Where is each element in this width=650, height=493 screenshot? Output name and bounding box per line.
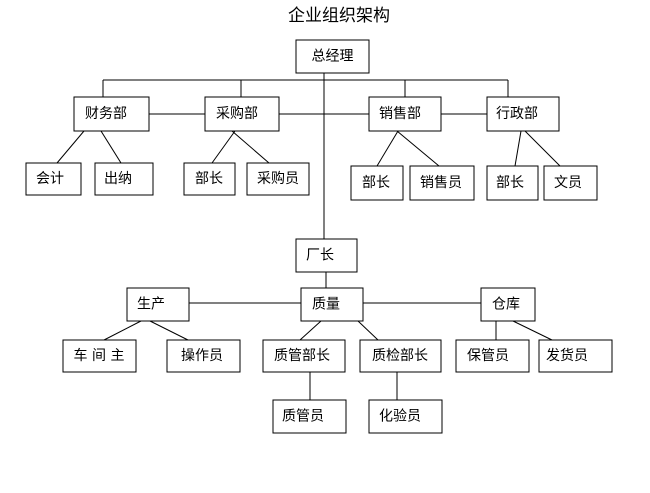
node-qi-head: 质检部长	[359, 339, 442, 373]
node-factory-head-label: 厂长	[306, 248, 334, 264]
edge-operator	[149, 320, 189, 341]
node-sales-head: 部长	[350, 165, 404, 201]
node-custodian: 保管员	[455, 339, 530, 373]
node-admin-head: 部长	[486, 165, 539, 201]
node-purchase-head: 部长	[183, 162, 236, 196]
node-qm-staff: 质管员	[272, 399, 347, 434]
node-salesman-label: 销售员	[420, 175, 462, 191]
node-operator-label: 操作员	[181, 348, 223, 364]
node-production-label: 生产	[137, 297, 165, 313]
node-finance-label: 财务部	[85, 106, 127, 122]
node-workshop-head-label: 车 间 主	[74, 347, 125, 364]
edge-clerk	[524, 130, 561, 167]
edge-cashier	[100, 130, 122, 164]
node-warehouse-label: 仓库	[492, 297, 520, 313]
edge-sales-head	[376, 130, 399, 167]
node-sales: 销售部	[368, 96, 442, 132]
node-sales-head-label: 部长	[362, 175, 390, 191]
edge-workshop-head	[103, 320, 142, 341]
node-clerk: 文员	[543, 165, 598, 201]
node-purchase-head-label: 部长	[195, 171, 223, 187]
node-sales-label: 销售部	[379, 106, 421, 122]
node-workshop-head: 车 间 主	[62, 339, 137, 373]
edge-salesman	[396, 130, 440, 167]
edge-purchase-head	[211, 130, 236, 164]
edge-qm-head	[299, 320, 322, 341]
node-operator: 操作员	[166, 339, 241, 373]
chart-title: 企业组织架构	[288, 6, 390, 26]
node-buyer: 采购员	[246, 162, 310, 196]
node-cashier: 出纳	[94, 162, 154, 196]
node-lab-tech: 化验员	[368, 399, 443, 434]
edge-accounting	[56, 130, 85, 164]
node-salesman: 销售员	[409, 165, 475, 201]
node-custodian-label: 保管员	[467, 348, 509, 364]
node-qm-head-label: 质管部长	[274, 348, 330, 364]
node-purchase: 采购部	[204, 96, 280, 132]
node-finance: 财务部	[73, 96, 150, 132]
node-qm-head: 质管部长	[262, 339, 346, 373]
connectors	[56, 73, 561, 400]
node-qi-head-label: 质检部长	[372, 348, 428, 364]
edge-shipper	[512, 320, 553, 341]
node-accounting-label: 会计	[36, 171, 64, 187]
edge-admin-head	[514, 130, 522, 167]
node-admin: 行政部	[486, 96, 560, 132]
node-clerk-label: 文员	[554, 175, 582, 191]
node-qm-staff-label: 质管员	[282, 409, 324, 425]
node-quality-label: 质量	[312, 297, 340, 313]
node-gm: 总经理	[295, 39, 370, 74]
node-buyer-label: 采购员	[257, 171, 299, 187]
edge-buyer	[231, 130, 270, 164]
node-lab-tech-label: 化验员	[379, 409, 421, 425]
node-purchase-label: 采购部	[216, 106, 258, 122]
node-quality: 质量	[300, 287, 364, 322]
node-shipper-label: 发货员	[546, 347, 588, 364]
node-production: 生产	[126, 287, 190, 322]
node-shipper: 发货员	[538, 339, 613, 373]
edge-qi-head	[357, 320, 379, 341]
node-warehouse: 仓库	[480, 287, 536, 322]
node-admin-head-label: 部长	[496, 175, 524, 191]
node-accounting: 会计	[25, 162, 82, 196]
node-admin-label: 行政部	[496, 106, 538, 122]
node-gm-label: 总经理	[312, 49, 354, 65]
node-factory-head: 厂长	[295, 238, 358, 273]
node-cashier-label: 出纳	[104, 171, 132, 187]
